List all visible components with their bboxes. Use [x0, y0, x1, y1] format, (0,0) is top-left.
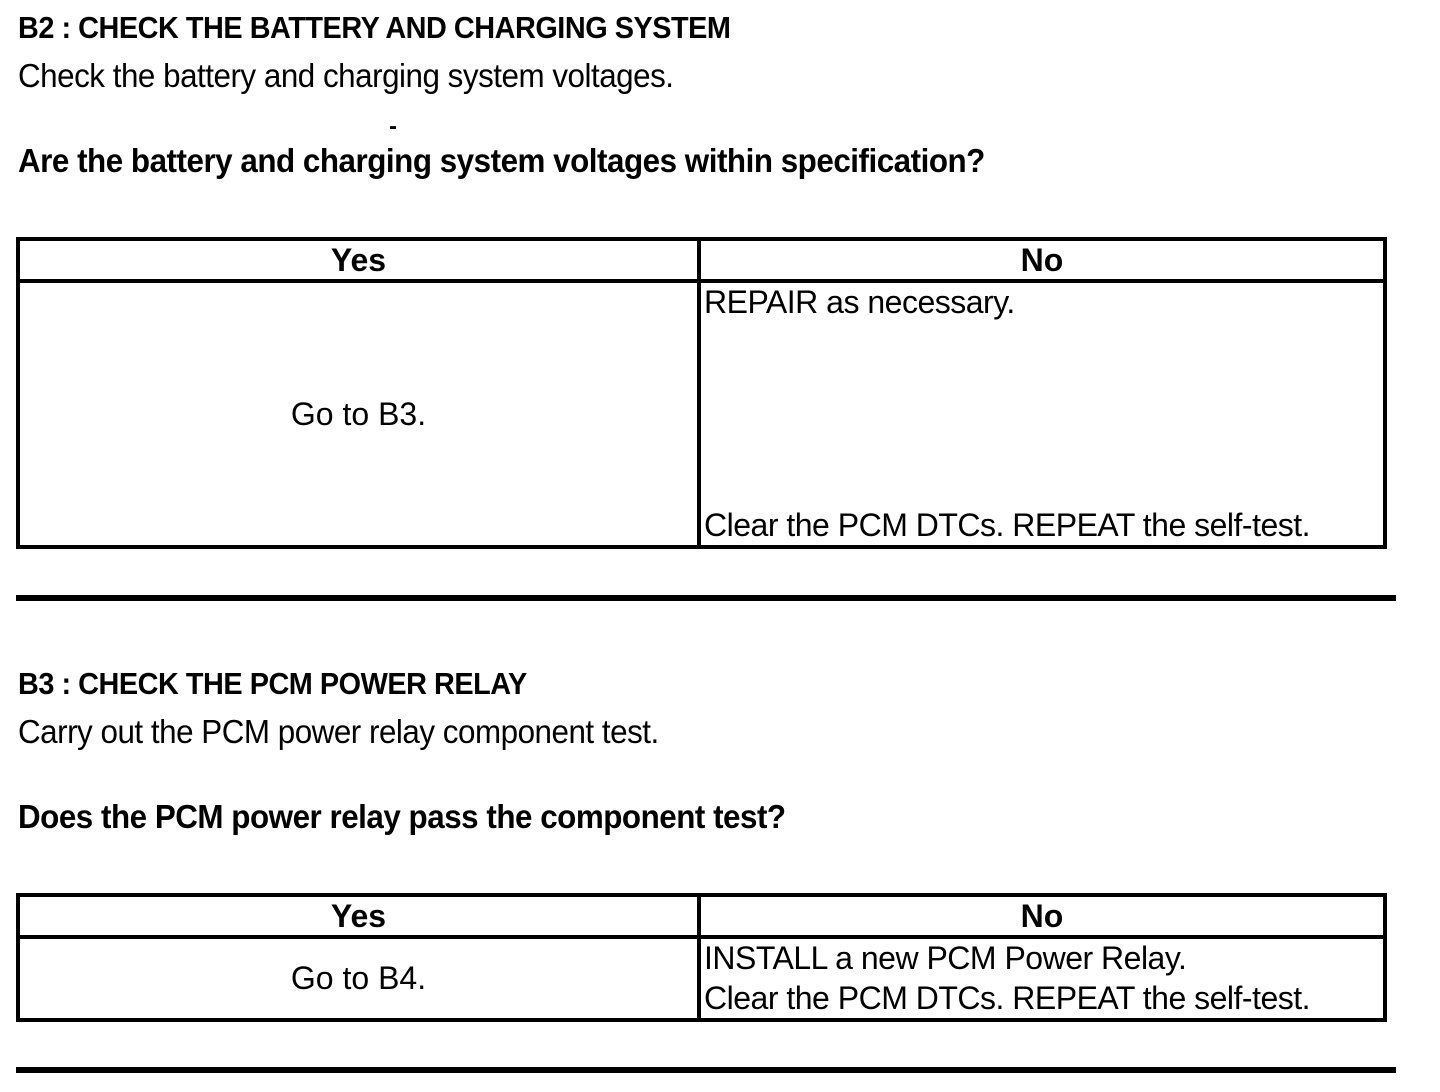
yes-action-text: Go to B3.	[290, 395, 427, 432]
no-action-text-bottom: Clear the PCM DTCs. REPEAT the self-test…	[704, 980, 1311, 1016]
step-b3-instruction: Carry out the PCM power relay component …	[18, 713, 659, 750]
yes-column-header: Yes	[20, 241, 701, 279]
no-action-cell: INSTALL a new PCM Power Relay. Clear the…	[701, 939, 1383, 1018]
decision-table-b2-header-row: Yes No	[20, 241, 1383, 283]
section-divider	[16, 595, 1396, 601]
decision-table-b3-body-row: Go to B4. INSTALL a new PCM Power Relay.…	[20, 939, 1383, 1018]
yes-action-text: Go to B4.	[290, 960, 427, 996]
decision-table-b3-header-row: Yes No	[20, 897, 1383, 939]
step-b2-instruction: Check the battery and charging system vo…	[18, 57, 674, 94]
no-action-text-top: INSTALL a new PCM Power Relay.	[704, 940, 1187, 976]
decision-table-b3: Yes No Go to B4. INSTALL a new PCM Power…	[16, 893, 1387, 1022]
decision-table-b2-body-row: Go to B3. REPAIR as necessary. Clear the…	[20, 283, 1383, 545]
yes-column-header: Yes	[20, 897, 701, 935]
no-action-text-bottom: Clear the PCM DTCs. REPEAT the self-test…	[704, 507, 1311, 543]
step-b2-question: Are the battery and charging system volt…	[18, 142, 985, 179]
no-action-cell: REPAIR as necessary. Clear the PCM DTCs.…	[701, 283, 1383, 545]
step-b3-question: Does the PCM power relay pass the compon…	[18, 798, 786, 835]
stray-scan-mark: -	[389, 113, 397, 140]
no-action-text-top: REPAIR as necessary.	[704, 284, 1015, 320]
yes-action-cell: Go to B4.	[20, 939, 701, 1018]
step-b2-heading: B2 : CHECK THE BATTERY AND CHARGING SYST…	[18, 10, 731, 45]
no-column-header: No	[1020, 242, 1064, 278]
step-b3-heading: B3 : CHECK THE PCM POWER RELAY	[18, 666, 527, 701]
section-divider	[16, 1067, 1396, 1073]
yes-action-cell: Go to B3.	[20, 283, 701, 545]
decision-table-b2: Yes No Go to B3. REPAIR as necessary. Cl…	[16, 237, 1387, 549]
no-column-header: No	[1020, 898, 1064, 934]
